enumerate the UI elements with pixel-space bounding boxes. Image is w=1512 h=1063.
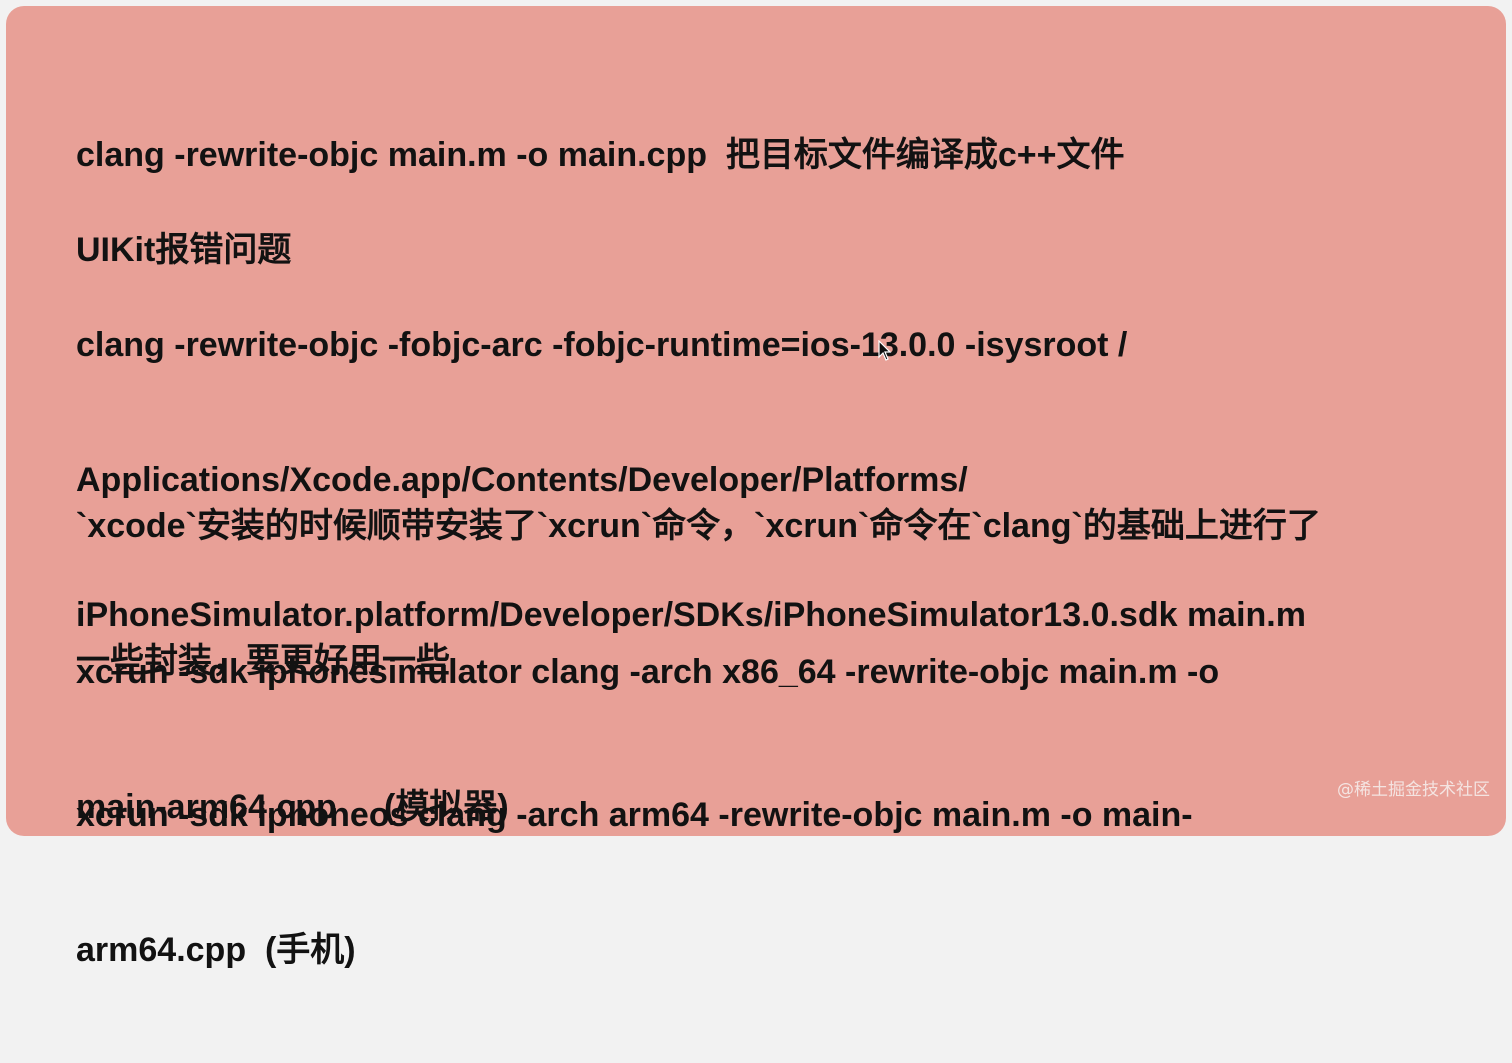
paragraph-xcrun-device: xcrun -sdk iphoneos clang -arch arm64 -r… (76, 703, 1476, 1063)
text-line: clang -rewrite-objc -fobjc-arc -fobjc-ru… (76, 323, 1476, 368)
text-line: xcrun -sdk iphonesimulator clang -arch x… (76, 650, 1476, 695)
watermark-label: @稀土掘金技术社区 (1337, 775, 1490, 800)
text-line: `xcode`安装的时候顺带安装了`xcrun`命令，`xcrun`命令在`cl… (76, 504, 1476, 549)
arrow-cursor-icon (878, 340, 892, 362)
text-line: xcrun -sdk iphoneos clang -arch arm64 -r… (76, 793, 1476, 838)
slide-content: clang -rewrite-objc main.m -o main.cpp 把… (6, 6, 1506, 836)
text-line: arm64.cpp (手机) (76, 928, 1476, 973)
